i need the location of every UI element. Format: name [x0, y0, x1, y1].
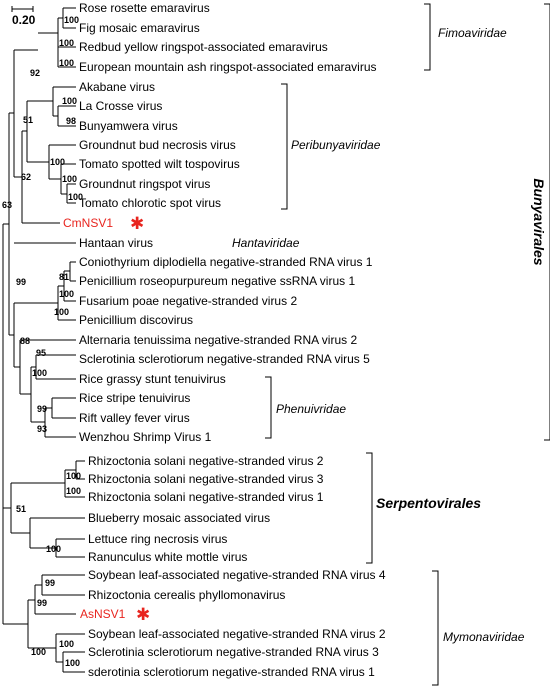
clade-brackets: Fimoaviridae Peribunyaviridae Hantavirid…: [232, 3, 550, 686]
mymonaviridae-bracket: [432, 570, 439, 686]
taxon-label: Lettuce ring necrosis virus: [88, 532, 227, 546]
taxon-label: Blueberry mosaic associated virus: [88, 511, 270, 525]
star-icon: ✱: [136, 605, 150, 625]
bootstrap-value: 99: [16, 277, 26, 287]
taxon-label: Rhizoctonia cerealis phyllomonavirus: [88, 588, 285, 602]
mymonaviridae-label: Mymonaviridae: [443, 630, 525, 644]
taxon-label: Rice grassy stunt tenuivirus: [79, 372, 226, 386]
bootstrap-value: 100: [31, 647, 46, 657]
bootstrap-value: 99: [37, 404, 47, 414]
bootstrap-value: 93: [37, 424, 47, 434]
peribunyaviridae-bracket: [281, 83, 288, 210]
taxon-label: Penicillium roseopurpureum negative ssRN…: [79, 274, 355, 288]
bootstrap-value: 99: [45, 578, 55, 588]
taxon-label: Rift valley fever virus: [79, 411, 190, 425]
taxon-label: Rhizoctonia solani negative-stranded vir…: [88, 454, 324, 468]
bunyavirales-label: Bunyavirales: [531, 178, 547, 265]
phenuiviridae-bracket: [265, 376, 272, 439]
scale-bar: 0.20: [11, 6, 36, 27]
bootstrap-value: 100: [59, 58, 74, 68]
taxon-label: Akabane virus: [79, 80, 155, 94]
fimoaviridae-bracket: [424, 3, 431, 71]
taxon-label: Rice stripe tenuivirus: [79, 391, 190, 405]
bootstrap-value: 100: [66, 471, 81, 481]
bootstrap-value: 51: [16, 504, 26, 514]
taxon-label: sderotinia sclerotiorum negative-strande…: [88, 665, 375, 679]
fimoaviridae-label: Fimoaviridae: [438, 26, 507, 40]
bootstrap-value: 98: [66, 116, 76, 126]
bootstrap-value: 100: [46, 544, 61, 554]
taxon-label: Rose rosette emaravirus: [79, 1, 210, 15]
bootstrap-value: 100: [59, 38, 74, 48]
taxon-label: Sclerotinia sclerotiorum negative-strand…: [88, 645, 379, 659]
bootstrap-value: 92: [30, 68, 40, 78]
taxon-label: Groundnut ringspot virus: [79, 177, 210, 191]
taxon-label: European mountain ash ringspot-associate…: [79, 60, 377, 74]
bootstrap-value: 63: [2, 200, 12, 210]
bootstrap-value: 62: [21, 172, 31, 182]
peribunyaviridae-label: Peribunyaviridae: [291, 138, 381, 152]
bootstrap-value: 100: [59, 289, 74, 299]
taxon-label-highlighted: CmNSV1: [63, 216, 113, 230]
taxon-label: Hantaan virus: [79, 236, 153, 250]
serpentovirales-bracket: [366, 452, 373, 564]
bootstrap-value: 100: [54, 307, 69, 317]
taxon-label: Soybean leaf-associated negative-strande…: [88, 627, 386, 641]
scale-bar-label: 0.20: [12, 13, 36, 27]
taxon-label: Rhizoctonia solani negative-stranded vir…: [88, 490, 324, 504]
bootstrap-value: 100: [65, 658, 80, 668]
bootstrap-value: 95: [36, 348, 46, 358]
bootstrap-value: 100: [50, 157, 65, 167]
bootstrap-value: 100: [59, 639, 74, 649]
taxon-label: Ranunculus white mottle virus: [88, 550, 247, 564]
taxon-label: Fusarium poae negative-stranded virus 2: [79, 294, 297, 308]
taxon-label: Redbud yellow ringspot-associated emarav…: [79, 40, 328, 54]
taxon-label: Rhizoctonia solani negative-stranded vir…: [88, 472, 324, 486]
bootstrap-value: 100: [64, 15, 79, 25]
hantaviridae-label: Hantaviridae: [232, 236, 300, 250]
taxon-label: Tomato spotted wilt tospovirus: [79, 157, 240, 171]
taxon-label: Coniothyrium diplodiella negative-strand…: [79, 255, 373, 269]
taxon-label: Groundnut bud necrosis virus: [79, 138, 236, 152]
phenuiviridae-label: Phenuivridae: [276, 402, 346, 416]
bootstrap-values: 100 100 100 92 100 98 51 100 100 100 62 …: [2, 15, 83, 668]
tree-branches: [2, 7, 85, 673]
taxon-label-highlighted: AsNSV1: [80, 607, 126, 621]
bunyavirales-bracket: [544, 3, 550, 441]
bootstrap-value: 100: [62, 96, 77, 106]
taxon-labels: Rose rosette emaravirus Fig mosaic emara…: [63, 1, 386, 679]
taxon-label: Tomato chlorotic spot virus: [79, 196, 221, 210]
serpentovirales-label: Serpentovirales: [376, 495, 481, 511]
taxon-label: Bunyamwera virus: [79, 119, 178, 133]
bootstrap-value: 81: [59, 272, 69, 282]
bootstrap-value: 100: [62, 174, 77, 184]
bootstrap-value: 99: [37, 598, 47, 608]
bootstrap-value: 100: [66, 486, 81, 496]
bootstrap-value: 88: [20, 336, 30, 346]
bootstrap-value: 100: [32, 368, 47, 378]
bootstrap-value: 100: [68, 192, 83, 202]
taxon-label: Soybean leaf-associated negative-strande…: [88, 568, 386, 582]
taxon-label: Wenzhou Shrimp Virus 1: [79, 430, 212, 444]
taxon-label: Alternaria tenuissima negative-stranded …: [79, 333, 357, 347]
taxon-label: Sclerotinia sclerotiorum negative-strand…: [79, 352, 370, 366]
bootstrap-value: 51: [23, 115, 33, 125]
star-icon: ✱: [130, 214, 144, 234]
taxon-label: Fig mosaic emaravirus: [79, 21, 200, 35]
taxon-label: La Crosse virus: [79, 99, 162, 113]
taxon-label: Penicillium discovirus: [79, 313, 193, 327]
